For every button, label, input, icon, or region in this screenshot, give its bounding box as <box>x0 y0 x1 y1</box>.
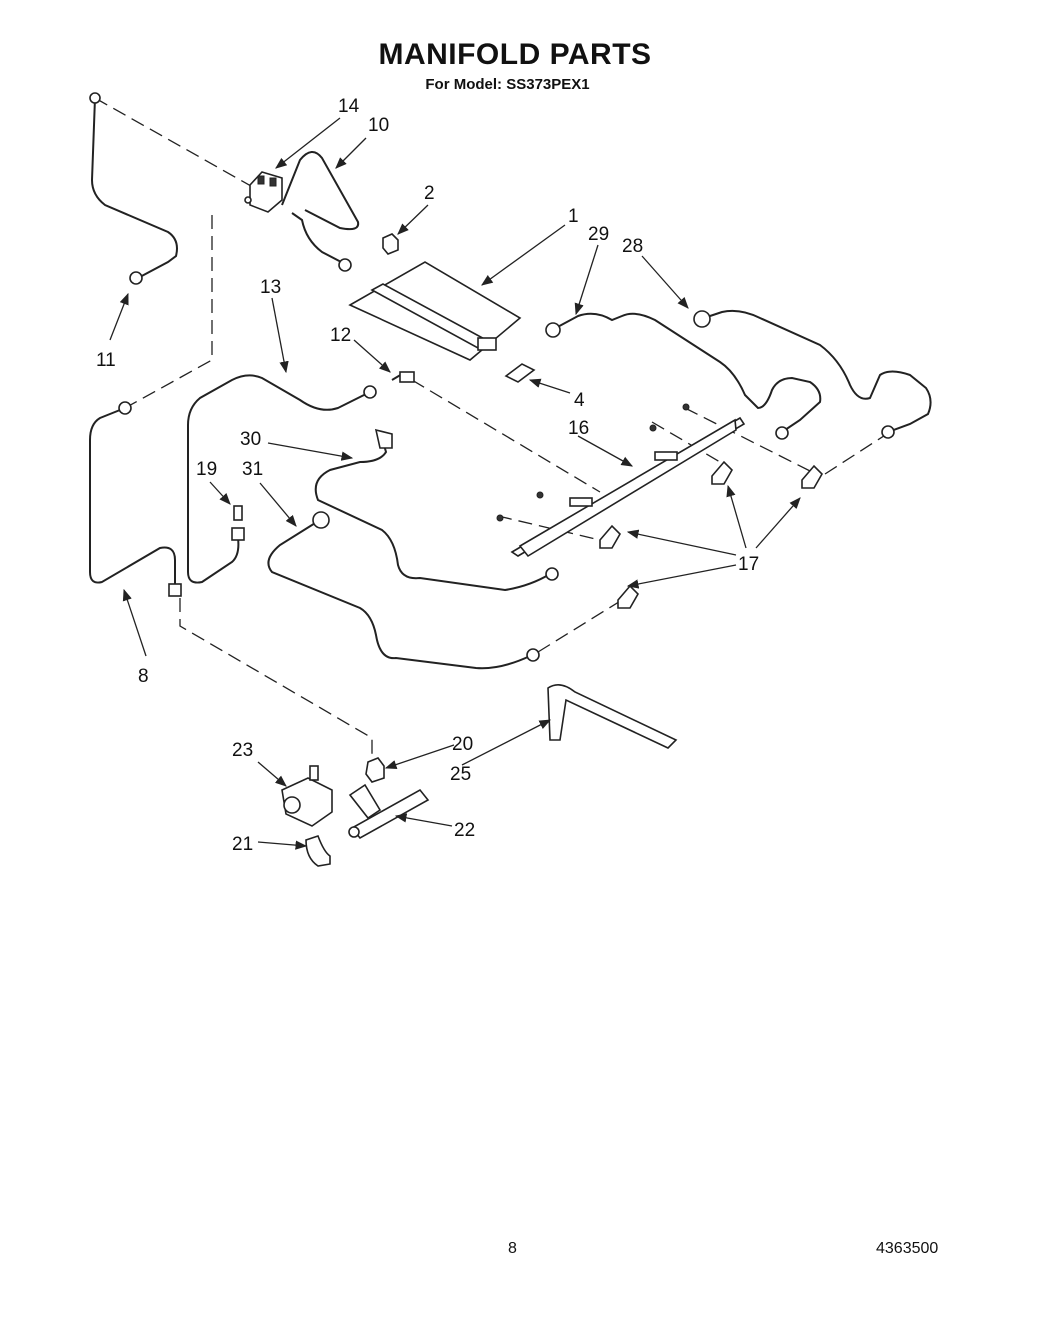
tube-13 <box>187 374 377 584</box>
part-19-fitting <box>233 505 243 521</box>
callout-29: 29 <box>588 224 609 245</box>
callout-11: 11 <box>96 350 116 371</box>
callout-21: 21 <box>232 834 253 855</box>
callout-2: 2 <box>424 183 435 204</box>
part-2-nut <box>382 233 399 255</box>
tube-10 <box>281 151 360 272</box>
page-number: 8 <box>508 1240 517 1257</box>
callout-22: 22 <box>454 820 475 841</box>
callout-31: 31 <box>242 459 263 480</box>
callout-30: 30 <box>240 429 261 450</box>
part-22-manifold-pipe <box>348 783 430 840</box>
tube-8 <box>89 401 182 597</box>
callout-20: 20 <box>452 734 473 755</box>
callout-23: 23 <box>232 740 253 761</box>
callout-10: 10 <box>368 115 389 136</box>
callout-14: 14 <box>338 96 360 117</box>
part-21-elbow <box>305 834 331 867</box>
callout-13: 13 <box>260 277 281 298</box>
callout-4: 4 <box>574 390 585 411</box>
valve-block-14 <box>244 171 283 213</box>
part-1-plate <box>348 261 522 361</box>
callout-1: 1 <box>568 206 579 227</box>
callout-8: 8 <box>138 666 149 687</box>
part-25-burner <box>547 684 678 749</box>
callout-16: 16 <box>568 418 589 439</box>
callout-12: 12 <box>330 325 351 346</box>
tube-12 <box>391 371 415 383</box>
assembly-dash-lines <box>94 97 891 760</box>
page-title: MANIFOLD PARTS <box>378 38 652 71</box>
leader-lines <box>109 117 801 850</box>
callout-25: 25 <box>450 764 471 785</box>
model-subtitle: For Model: SS373PEX1 <box>425 76 590 93</box>
tube-11 <box>89 92 178 285</box>
part-16-bracket <box>496 403 746 558</box>
callout-numbers: 14 10 2 1 29 28 11 13 12 4 16 30 19 31 1… <box>96 96 759 855</box>
callout-19: 19 <box>196 459 217 480</box>
tube-30 <box>314 428 559 592</box>
part-20-fitting <box>365 757 385 783</box>
tube-31 <box>267 511 540 670</box>
tube-29 <box>545 312 822 440</box>
callout-28: 28 <box>622 236 643 257</box>
document-number: 4363500 <box>876 1240 939 1257</box>
part-23-regulator <box>281 765 333 827</box>
callout-17: 17 <box>738 554 759 575</box>
part-17-orifices <box>599 460 823 609</box>
part-4-clip <box>504 363 536 383</box>
tube-28 <box>693 309 932 439</box>
